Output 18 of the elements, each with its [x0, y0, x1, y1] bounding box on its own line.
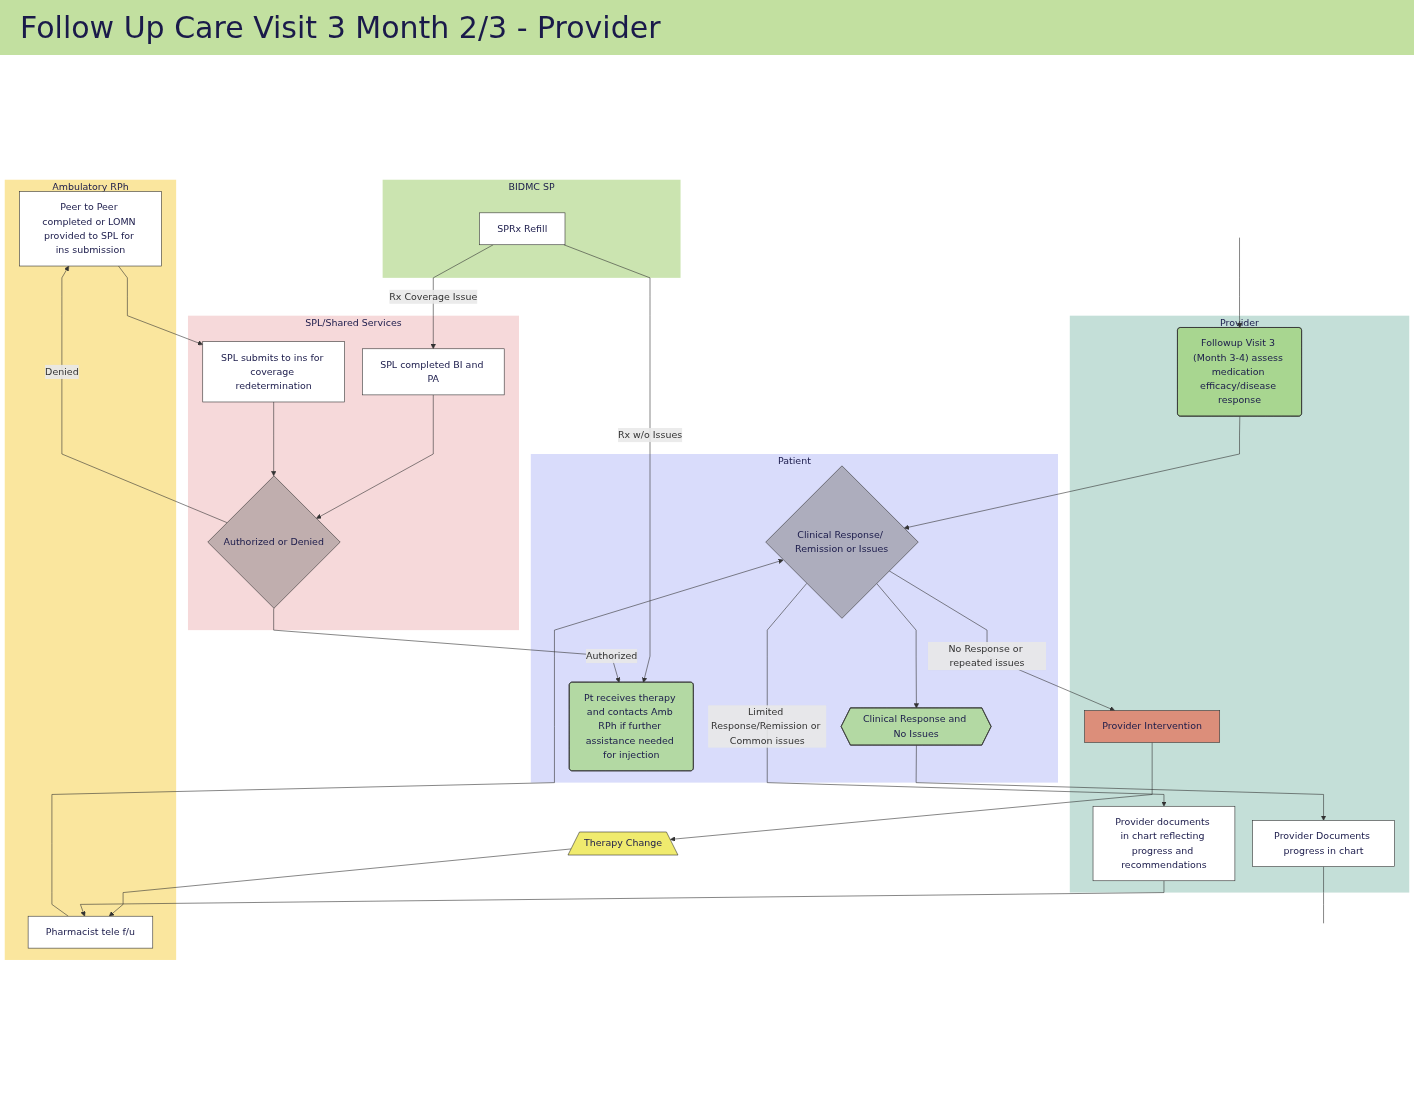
diagram-title: Follow Up Care Visit 3 Month 2/3 - Provider	[0, 0, 1414, 55]
edge-label: Rx Coverage Issue	[389, 291, 478, 303]
node-box: Provider Intervention	[1084, 710, 1220, 743]
node-diamond: Authorized or Denied	[207, 475, 341, 609]
node-box: SPRx Refill	[479, 212, 566, 246]
node-box: Peer to Peer completed or LOMN provided to SPL for ins submission	[19, 191, 162, 267]
node-box: Provider Documents progress in chart	[1252, 820, 1395, 867]
node-diamond: Clinical Response/ Remission or Issues	[765, 465, 919, 619]
edge-label: Authorized	[585, 650, 638, 662]
edge-label: No Response or repeated issues	[948, 643, 1025, 669]
node-box: Provider documents in chart reflecting progress and recommendations	[1092, 806, 1236, 882]
node-box: SPL submits to ins for coverage redetermination	[202, 341, 345, 403]
node-box: Pharmacist tele f/u	[27, 916, 154, 949]
edge-label: Denied	[45, 366, 79, 378]
edge-label: Limited Response/Remission or Common issues	[711, 706, 821, 747]
node-box: SPL completed BI and PA	[362, 348, 505, 396]
edge-label: Rx w/o Issues	[617, 429, 683, 441]
connector	[1323, 866, 1324, 924]
